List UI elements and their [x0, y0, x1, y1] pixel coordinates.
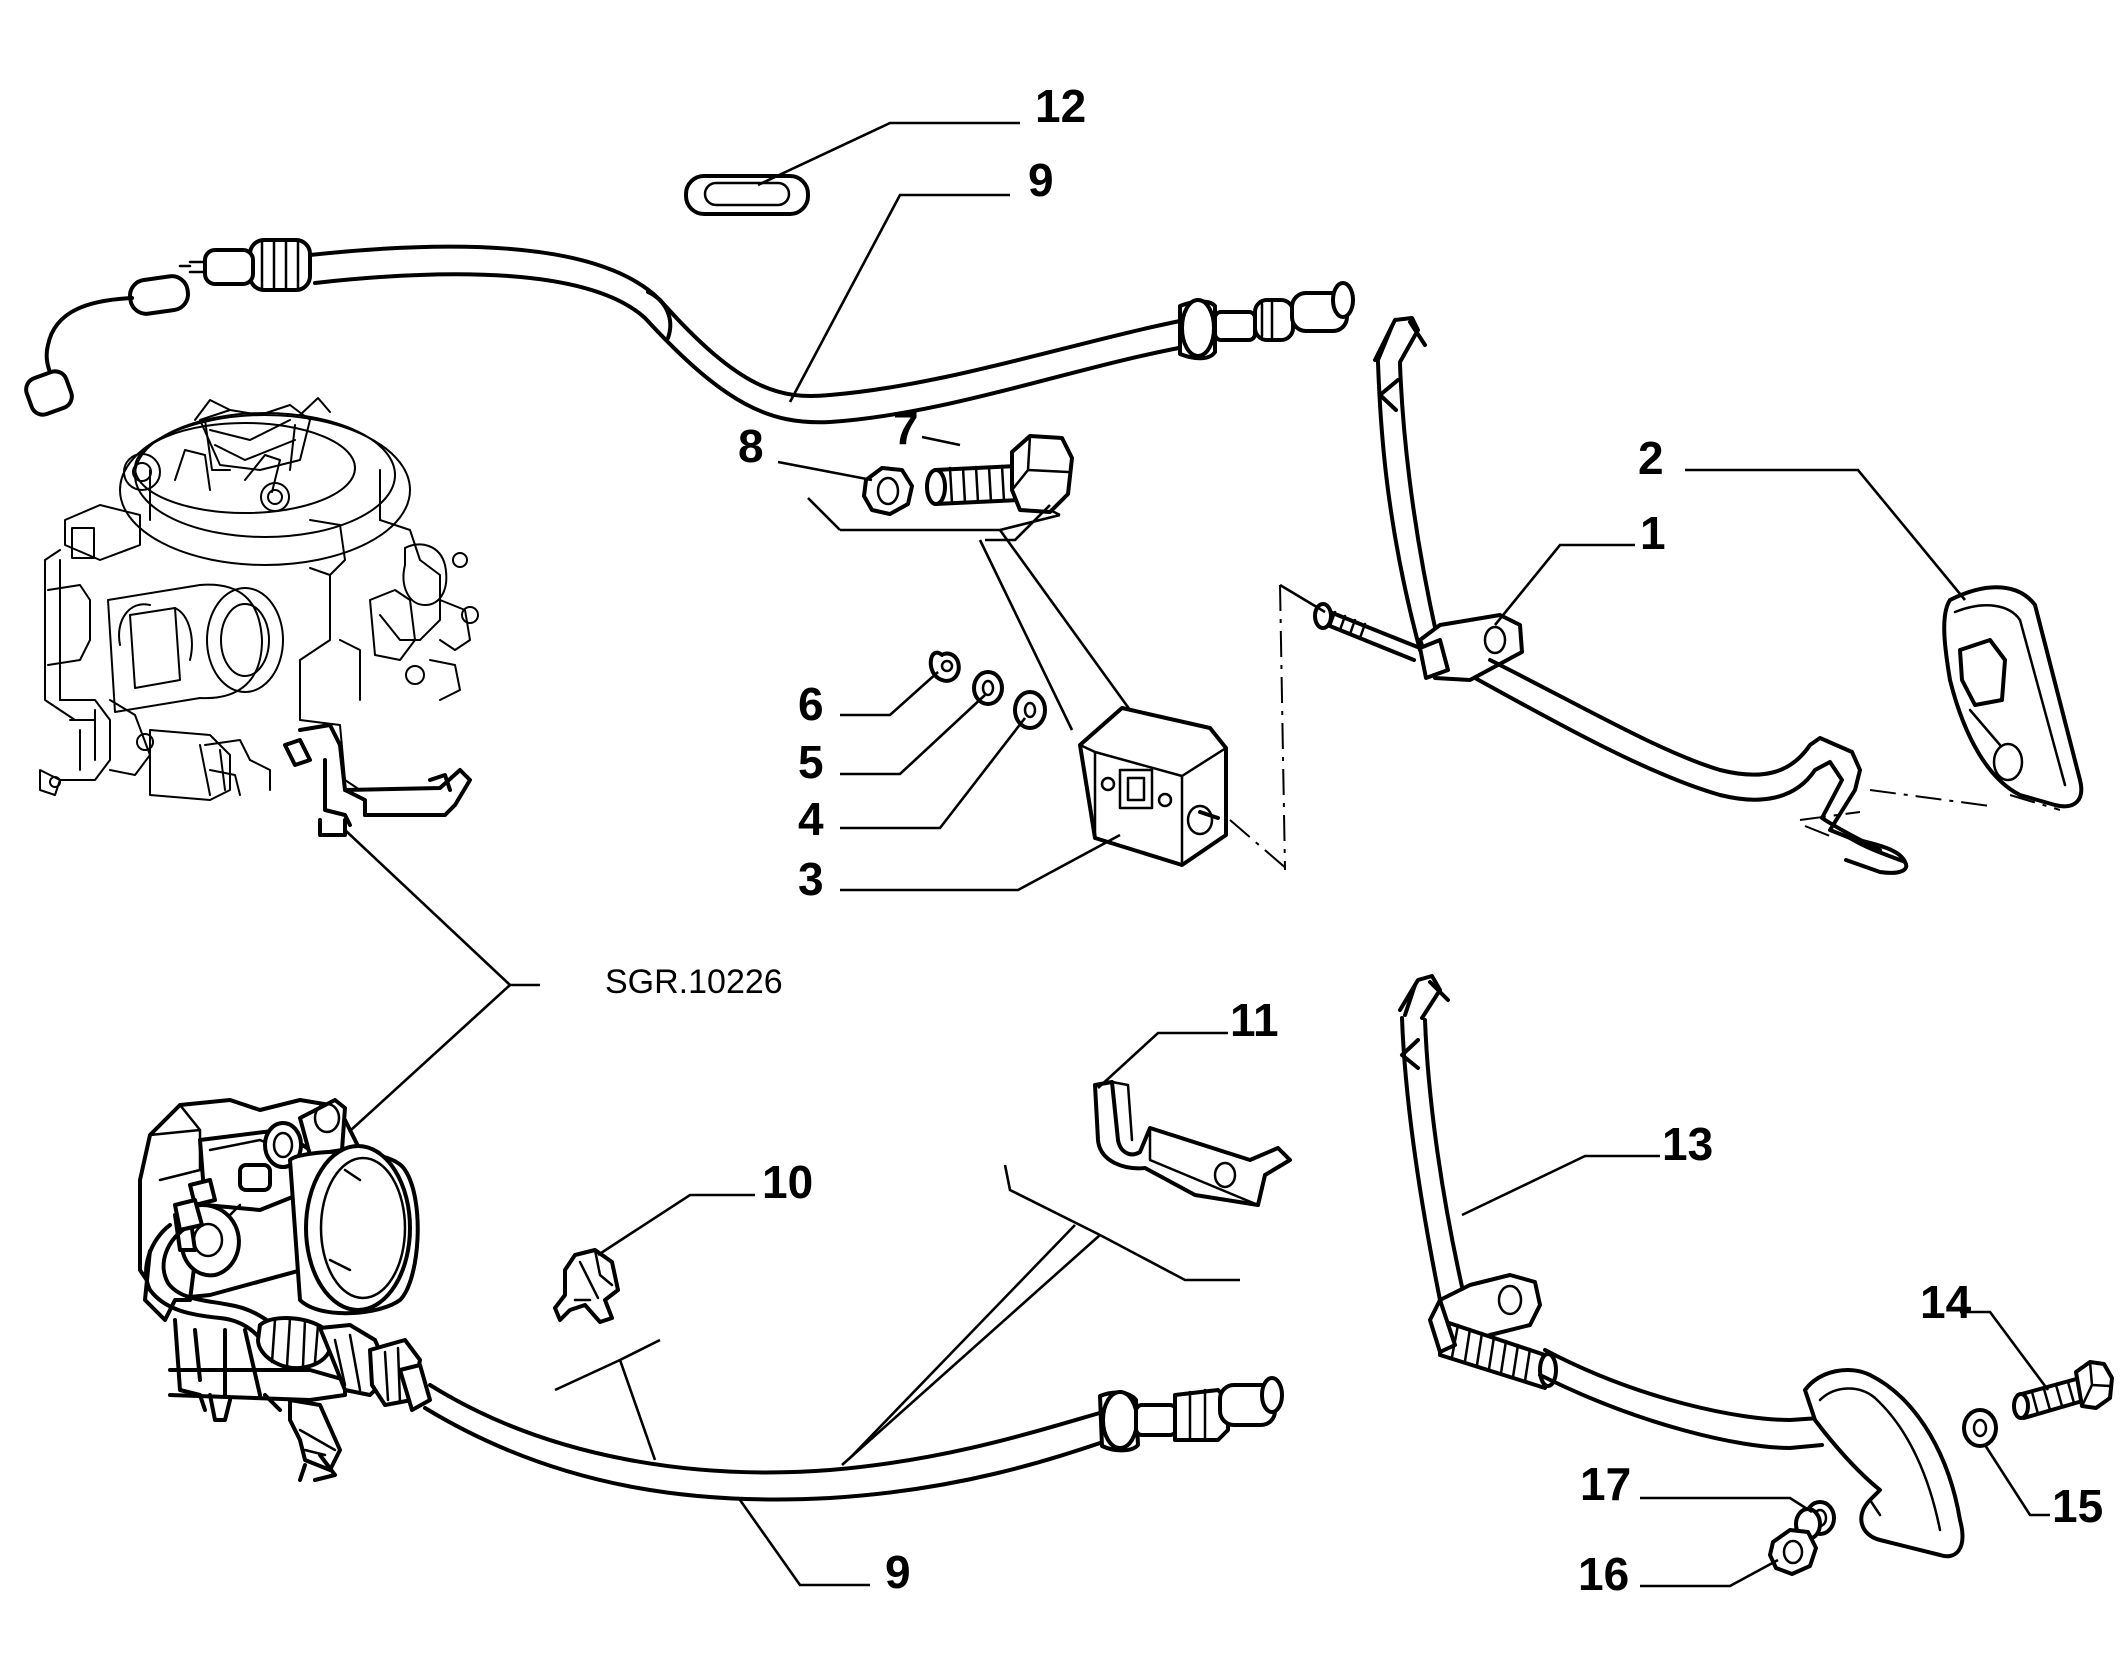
reference-sgr: SGR.10226 — [605, 963, 783, 1001]
throttle-body — [138, 1098, 420, 1482]
pedal-lever-13 — [1398, 974, 1965, 1559]
cable-clip-10 — [553, 1248, 620, 1324]
nut-8 — [862, 466, 914, 516]
callout-9-top: 9 — [1028, 154, 1054, 206]
callout-4: 4 — [798, 793, 824, 845]
pivot-block-3 — [1078, 706, 1228, 867]
callout-7: 7 — [893, 402, 919, 454]
washer-5 — [972, 670, 1004, 706]
accelerator-cable-lower — [144, 1198, 1284, 1502]
callout-6: 6 — [798, 678, 824, 730]
callout-1: 1 — [1640, 507, 1666, 559]
callout-8: 8 — [738, 420, 764, 472]
pedal-pad-2 — [1942, 585, 2084, 809]
callout-11: 11 — [1230, 994, 1279, 1046]
callout-2: 2 — [1638, 432, 1664, 484]
clip-6 — [928, 650, 961, 683]
callout-15: 15 — [2052, 1480, 2103, 1532]
callout-5: 5 — [798, 736, 824, 788]
callout-13: 13 — [1662, 1118, 1713, 1170]
carburetor-assembly — [39, 397, 479, 837]
callout-12: 12 — [1035, 80, 1086, 132]
accelerator-cable-upper — [24, 238, 1355, 425]
callout-17: 17 — [1580, 1458, 1631, 1510]
nut-16 — [1768, 1528, 1818, 1576]
grommet-12 — [684, 174, 810, 216]
bracket-11 — [1093, 1080, 1292, 1207]
callout-9-bottom: 9 — [885, 1546, 911, 1598]
callout-10: 10 — [762, 1156, 813, 1208]
pedal-lever-1 — [1313, 316, 1909, 875]
bolt-7 — [925, 434, 1074, 514]
callout-3: 3 — [798, 853, 824, 905]
callout-16: 16 — [1578, 1548, 1629, 1600]
bolt-14 — [2012, 1360, 2114, 1420]
washer-15 — [1962, 1408, 1998, 1448]
callout-14: 14 — [1920, 1276, 1972, 1328]
washer-4 — [1013, 690, 1047, 730]
